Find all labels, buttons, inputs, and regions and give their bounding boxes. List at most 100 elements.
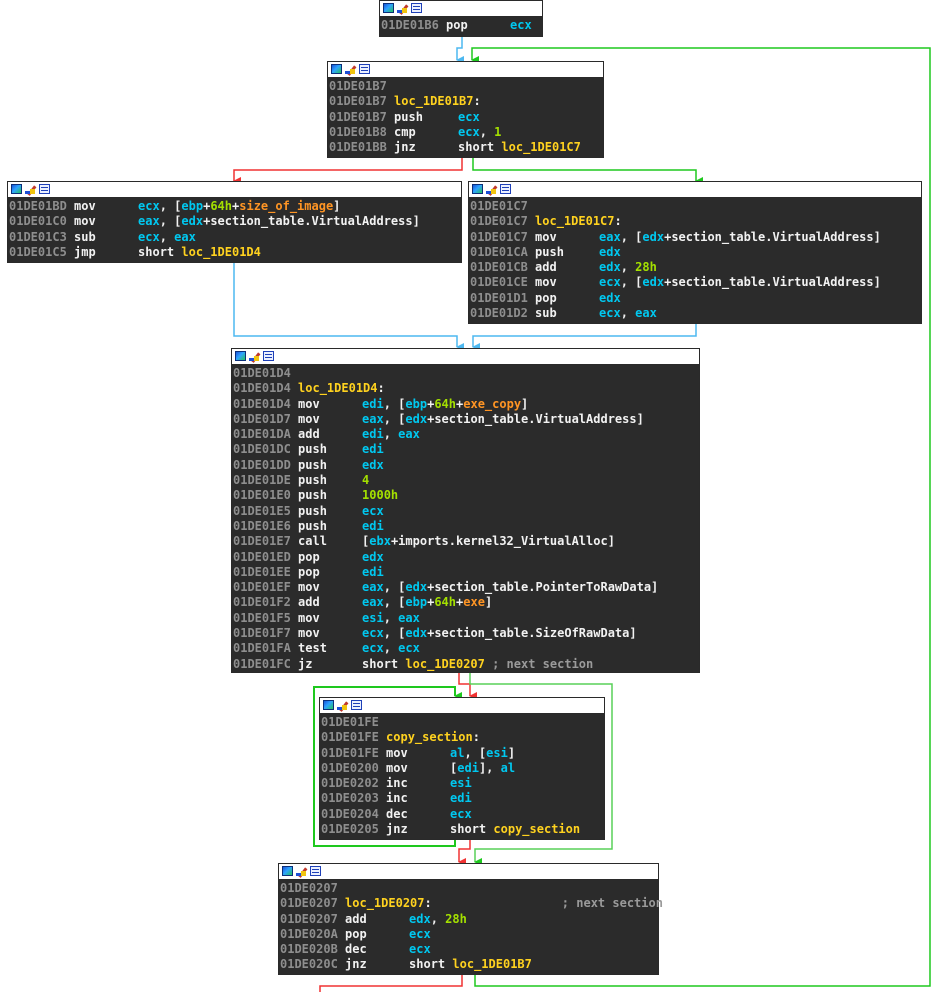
address: 01DE01B7 [329, 109, 387, 124]
address: 01DE0204 [321, 806, 379, 821]
instruction-line[interactable]: 01DE01FE copy_section: [321, 730, 604, 745]
code-label[interactable]: loc_1DE01B7 [452, 957, 532, 972]
block-loc_1DE0207[interactable]: 01DE0207 01DE0207 loc_1DE0207: ; next se… [278, 863, 663, 975]
block-titlebar[interactable] [8, 182, 461, 198]
comment-icon[interactable] [411, 3, 422, 13]
block-titlebar[interactable] [380, 1, 542, 17]
instruction-line[interactable]: 01DE01C7 loc_1DE01C7: [470, 214, 921, 229]
block-loc_1DE01C7[interactable]: 01DE01C7 01DE01C7 loc_1DE01C7:01DE01C7 m… [468, 181, 922, 324]
edit-pencil-icon[interactable] [345, 64, 357, 76]
graph-overview-icon[interactable] [383, 3, 394, 13]
edit-pencil-icon[interactable] [249, 351, 261, 363]
block-copy_section[interactable]: 01DE01FE 01DE01FE copy_section:01DE01FE … [319, 697, 605, 840]
comment-icon[interactable] [359, 64, 370, 74]
edit-pencil-icon[interactable] [397, 3, 409, 15]
code-label[interactable]: loc_1DE01B7 [394, 94, 474, 109]
block-titlebar[interactable] [279, 864, 658, 880]
block-loc_1DE01D4[interactable]: 01DE01D4 01DE01D4 loc_1DE01D4:01DE01D4 m… [231, 348, 700, 673]
comment-icon[interactable] [351, 700, 362, 710]
instruction-line[interactable]: 01DE01B7 [329, 79, 603, 94]
code-label[interactable]: loc_1DE01D4 [181, 244, 261, 259]
code-label[interactable]: loc_1DE0207 [405, 656, 485, 671]
instruction-line[interactable]: 01DE01B7 loc_1DE01B7: [329, 94, 603, 109]
comment-icon[interactable] [39, 184, 50, 194]
code-label[interactable]: loc_1DE01D4 [298, 381, 378, 396]
code-label[interactable]: loc_1DE01C7 [535, 214, 615, 229]
code-label[interactable]: copy_section [493, 822, 581, 837]
instruction-line[interactable]: 01DE01C7 [470, 199, 921, 214]
instruction-line[interactable]: 01DE01D4 loc_1DE01D4: [233, 381, 699, 396]
instruction-line[interactable]: 01DE01FE [321, 715, 604, 730]
block-titlebar[interactable] [320, 698, 604, 714]
instruction-line[interactable]: 01DE01E7 call[ebx+imports.kernel32_Virtu… [233, 534, 699, 549]
comment-icon[interactable] [310, 866, 321, 876]
graph-overview-icon[interactable] [11, 184, 22, 194]
graph-overview-icon[interactable] [235, 351, 246, 361]
instruction-line[interactable]: 01DE0200 mov[edi], al [321, 761, 604, 776]
operand: ] [507, 745, 516, 760]
graph-overview-icon[interactable] [331, 64, 342, 74]
code-label[interactable]: loc_1DE0207 [345, 896, 425, 911]
graph-overview-icon[interactable] [472, 184, 483, 194]
instruction-line[interactable]: 01DE0207 loc_1DE0207: ; next section [280, 896, 663, 911]
edit-pencil-icon[interactable] [296, 866, 308, 878]
block-titlebar[interactable] [328, 62, 603, 78]
block-titlebar[interactable] [232, 349, 699, 365]
graph-overview-icon[interactable] [323, 700, 334, 710]
instruction-line[interactable]: 01DE01D4 [233, 366, 699, 381]
graph-overview-icon[interactable] [282, 866, 293, 876]
edit-pencil-icon[interactable] [25, 184, 37, 196]
code-label[interactable]: copy_section [386, 730, 473, 745]
block-loc_1DE01B7[interactable]: 01DE01B7 01DE01B7 loc_1DE01B7:01DE01B7 p… [327, 61, 604, 158]
code-label[interactable]: loc_1DE01C7 [501, 140, 581, 155]
edit-pencil-icon[interactable] [337, 700, 349, 712]
comment-icon[interactable] [263, 351, 274, 361]
block-titlebar[interactable] [469, 182, 921, 198]
comment-icon[interactable] [500, 184, 511, 194]
edit-pencil-icon[interactable] [486, 184, 498, 196]
instruction-line[interactable]: 01DE0207 [280, 881, 658, 896]
